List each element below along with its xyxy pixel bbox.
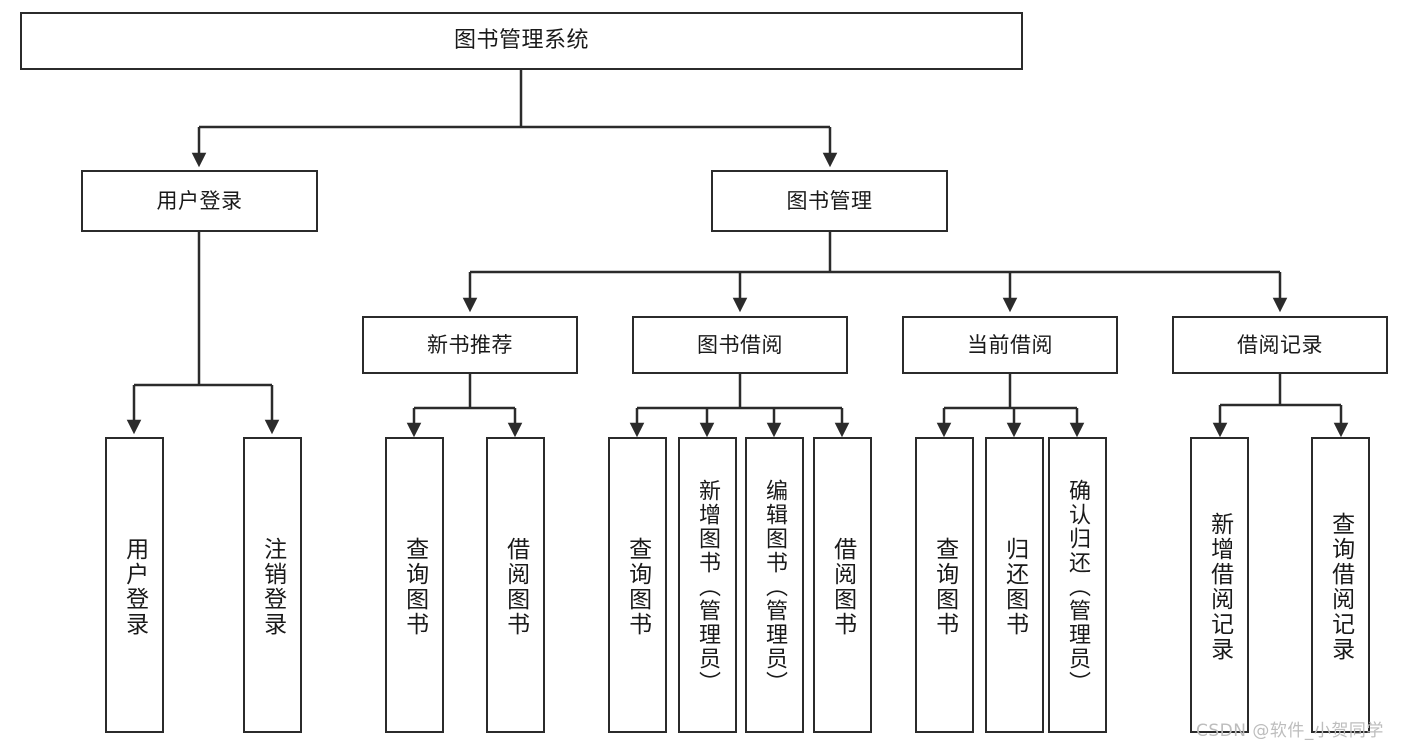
node-leaf-query-book-1-label: 查询图书 — [401, 537, 428, 637]
node-leaf-query-book-3-label: 查询图书 — [931, 537, 958, 637]
node-root-label: 图书管理系统 — [453, 28, 589, 54]
node-leaf-logout-label: 注销登录 — [259, 537, 286, 637]
node-leaf-add-borrow-record-label: 新增借阅记录 — [1206, 512, 1233, 662]
node-leaf-borrow-book-1[interactable]: 借阅图书 — [486, 437, 545, 733]
node-borrow-record[interactable]: 借阅记录 — [1172, 316, 1388, 374]
node-leaf-query-borrow-record[interactable]: 查询借阅记录 — [1311, 437, 1370, 733]
node-leaf-return-book[interactable]: 归还图书 — [985, 437, 1044, 733]
node-leaf-query-book-2-label: 查询图书 — [624, 537, 651, 637]
node-leaf-user-login-label: 用户登录 — [121, 537, 148, 637]
node-book-management-label: 图书管理 — [786, 188, 873, 213]
node-leaf-borrow-book-2-label: 借阅图书 — [829, 537, 856, 637]
node-leaf-edit-book[interactable]: 编辑图书（管理员） — [745, 437, 804, 733]
watermark: CSDN @软件_小贺同学 — [1196, 721, 1384, 741]
node-leaf-return-book-label: 归还图书 — [1001, 537, 1028, 637]
node-book-borrow-label: 图书借阅 — [697, 332, 783, 357]
node-new-book-recommend-label: 新书推荐 — [427, 332, 513, 357]
node-leaf-borrow-book-2[interactable]: 借阅图书 — [813, 437, 872, 733]
node-leaf-confirm-return-label: 确认归还（管理员） — [1065, 479, 1091, 695]
node-current-borrow[interactable]: 当前借阅 — [902, 316, 1118, 374]
node-leaf-query-book-1[interactable]: 查询图书 — [385, 437, 444, 733]
node-root[interactable]: 图书管理系统 — [20, 12, 1023, 70]
node-user-login-label: 用户登录 — [156, 188, 243, 213]
node-leaf-edit-book-label: 编辑图书（管理员） — [762, 479, 788, 695]
node-leaf-query-borrow-record-label: 查询借阅记录 — [1327, 512, 1354, 662]
node-leaf-user-login[interactable]: 用户登录 — [105, 437, 164, 733]
node-user-login[interactable]: 用户登录 — [81, 170, 318, 232]
node-leaf-add-book[interactable]: 新增图书（管理员） — [678, 437, 737, 733]
node-book-borrow[interactable]: 图书借阅 — [632, 316, 848, 374]
node-new-book-recommend[interactable]: 新书推荐 — [362, 316, 578, 374]
node-book-management[interactable]: 图书管理 — [711, 170, 948, 232]
node-leaf-confirm-return[interactable]: 确认归还（管理员） — [1048, 437, 1107, 733]
node-leaf-query-book-2[interactable]: 查询图书 — [608, 437, 667, 733]
node-leaf-add-book-label: 新增图书（管理员） — [695, 479, 721, 695]
node-current-borrow-label: 当前借阅 — [967, 332, 1053, 357]
node-leaf-logout[interactable]: 注销登录 — [243, 437, 302, 733]
node-leaf-add-borrow-record[interactable]: 新增借阅记录 — [1190, 437, 1249, 733]
node-borrow-record-label: 借阅记录 — [1237, 332, 1323, 357]
node-leaf-borrow-book-1-label: 借阅图书 — [502, 537, 529, 637]
node-leaf-query-book-3[interactable]: 查询图书 — [915, 437, 974, 733]
